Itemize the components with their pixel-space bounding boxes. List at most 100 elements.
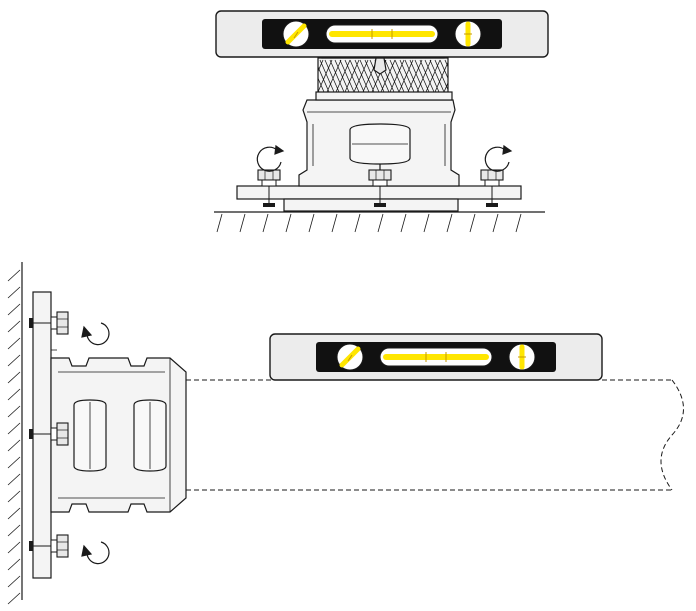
wall-hatch-line (7, 405, 21, 418)
spirit-level-side (269, 333, 603, 381)
spirit-level-top (215, 10, 549, 58)
rotate-arrow-icon (256, 144, 285, 172)
floor-hatch-line (469, 213, 476, 233)
thread-line (318, 59, 333, 93)
wall-hatch-line (7, 490, 21, 503)
thread-line (460, 60, 474, 92)
thread-line (349, 59, 365, 93)
thread-line (389, 59, 405, 93)
thread-line (354, 59, 370, 93)
adapter-body-side (50, 357, 187, 513)
floor-hatch-line (515, 213, 522, 233)
hex-nut-icon (29, 311, 69, 335)
thread-line (344, 59, 360, 93)
wall-hatch-line (7, 541, 21, 554)
thread-line (359, 59, 375, 93)
wall-hatch-line (7, 388, 21, 401)
wall-hatch-line (7, 320, 21, 333)
wall-hatch-line (7, 371, 21, 384)
top-view (214, 10, 549, 233)
thread-line (319, 59, 335, 93)
angle-vial (282, 20, 310, 48)
thread-line (318, 65, 330, 93)
plumb-vial (454, 20, 482, 48)
rotate-arrow-icon (81, 322, 110, 346)
side-bolts (29, 311, 69, 558)
thread-line (353, 59, 369, 93)
hex-nut-icon (368, 169, 392, 207)
thread-line (300, 60, 314, 92)
thread-line (429, 59, 445, 93)
threaded-collar (300, 51, 474, 101)
thread-line (334, 59, 350, 93)
thread-line (404, 59, 420, 93)
thread-line (425, 59, 441, 93)
thread-line (324, 59, 340, 93)
tube (186, 379, 684, 491)
thread-line (335, 59, 351, 93)
thread-line (364, 59, 380, 93)
wall-hatch-line (7, 269, 21, 282)
wall-hatch-line (7, 507, 21, 520)
wall-hatch-line (7, 303, 21, 316)
wall-hatch-line (7, 524, 21, 537)
thread-line (318, 77, 325, 93)
floor-surface (214, 211, 545, 233)
thread-line (300, 60, 314, 92)
thread-line (443, 81, 448, 93)
bottom-view (7, 262, 684, 605)
base-plate (236, 185, 522, 212)
thread-line (399, 59, 415, 93)
thread-line (444, 59, 448, 68)
thread-line (339, 59, 355, 93)
thread-line (326, 59, 342, 93)
thread-line (453, 60, 467, 92)
hex-nut-icon (29, 534, 69, 558)
wall-hatch-line (7, 337, 21, 350)
wall-hatch-line (7, 354, 21, 367)
thread-line (414, 59, 430, 93)
floor-hatch-line (216, 213, 223, 233)
floor-hatch-line (239, 213, 246, 233)
thread-line (318, 59, 324, 73)
thread-line (424, 59, 440, 93)
horizontal-vial (325, 24, 439, 44)
thread-line (398, 59, 414, 93)
floor-hatch-line (285, 213, 292, 233)
wall-hatch-line (7, 422, 21, 435)
thread-line (439, 59, 448, 80)
rotate-arrow-icon (484, 144, 513, 172)
thread-line (380, 59, 396, 93)
thread-line (450, 60, 464, 92)
hex-nut-icon (257, 169, 281, 207)
wall-hatch-line (7, 286, 21, 299)
floor-hatch-line (262, 213, 269, 233)
floor-hatch-line (446, 213, 453, 233)
thread-line (318, 88, 320, 93)
wall-hatch-line (7, 592, 21, 605)
floor-hatch-line (308, 213, 315, 233)
rotate-arrow-icon (81, 541, 110, 565)
floor-hatch-line (331, 213, 338, 233)
wall-hatch-line (7, 558, 21, 571)
wall-hatch-line (7, 575, 21, 588)
thread-line (384, 59, 400, 93)
floor-hatch-line (377, 213, 384, 233)
thread-line (329, 59, 345, 93)
floor-hatch-line (354, 213, 361, 233)
horizontal-vial (379, 347, 493, 367)
thread-line (394, 59, 410, 93)
floor-hatch-line (423, 213, 430, 233)
wall-hatch-line (7, 456, 21, 469)
wall-surface (7, 262, 23, 605)
thread-line (434, 61, 448, 93)
wall-hatch-line (7, 473, 21, 486)
thread-line (369, 59, 385, 93)
plumb-vial (508, 343, 536, 371)
thread-line (409, 59, 425, 93)
thread-line (407, 59, 423, 93)
wall-hatch-line (7, 439, 21, 452)
floor-hatch-line (400, 213, 407, 233)
angle-vial (336, 343, 364, 371)
